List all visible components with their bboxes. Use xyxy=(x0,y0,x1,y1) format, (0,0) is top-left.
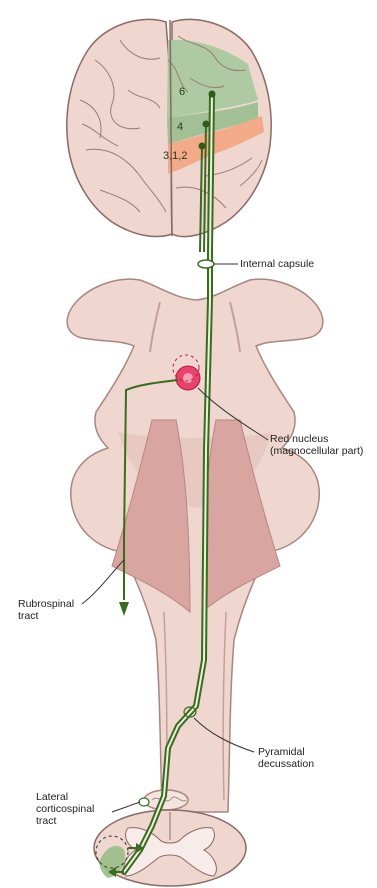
spinal-cord-section xyxy=(94,810,246,886)
rubrospinal-tract-label: Rubrospinal tract xyxy=(18,598,74,622)
brain-top-view xyxy=(67,19,271,236)
rubrospinal-label-line-1: Rubrospinal xyxy=(18,598,74,610)
red-nucleus-label: Red nucleus (magnocellular part) xyxy=(270,433,363,457)
pyramidal-decussation-label: Pyramidal decussation xyxy=(258,746,314,770)
neuron-area-6 xyxy=(209,91,216,98)
lateral-cs-marker xyxy=(139,798,149,806)
red-nucleus-label-line-2: (magnocellular part) xyxy=(270,445,363,457)
lateral-cs-label-line-2: corticospinal xyxy=(36,803,94,815)
internal-capsule-label: Internal capsule xyxy=(240,258,314,270)
red-nucleus-label-line-1: Red nucleus xyxy=(270,433,363,445)
cortex-area-4-label: 4 xyxy=(177,121,183,133)
brainstem xyxy=(67,279,323,812)
neuron-area-4 xyxy=(203,121,210,128)
red-nucleus-core xyxy=(183,373,193,383)
pyramidal-label-line-1: Pyramidal xyxy=(258,746,314,758)
lateral-corticospinal-tract-label: Lateral corticospinal tract xyxy=(36,791,94,827)
lateral-cs-label-line-1: Lateral xyxy=(36,791,94,803)
cortex-area-3-1-2-label: 3,1,2 xyxy=(163,150,187,162)
brainstem-body xyxy=(67,279,323,812)
cortex-area-6-label: 6 xyxy=(179,86,185,98)
pyramidal-label-line-2: decussation xyxy=(258,758,314,770)
rubrospinal-arrowhead xyxy=(119,602,129,616)
neuron-area-3-1-2 xyxy=(199,143,206,150)
lateral-cs-label-line-3: tract xyxy=(36,815,94,827)
internal-capsule-marker xyxy=(198,260,214,268)
brain-left-hemisphere xyxy=(67,19,173,236)
rubrospinal-label-line-2: tract xyxy=(18,610,74,622)
